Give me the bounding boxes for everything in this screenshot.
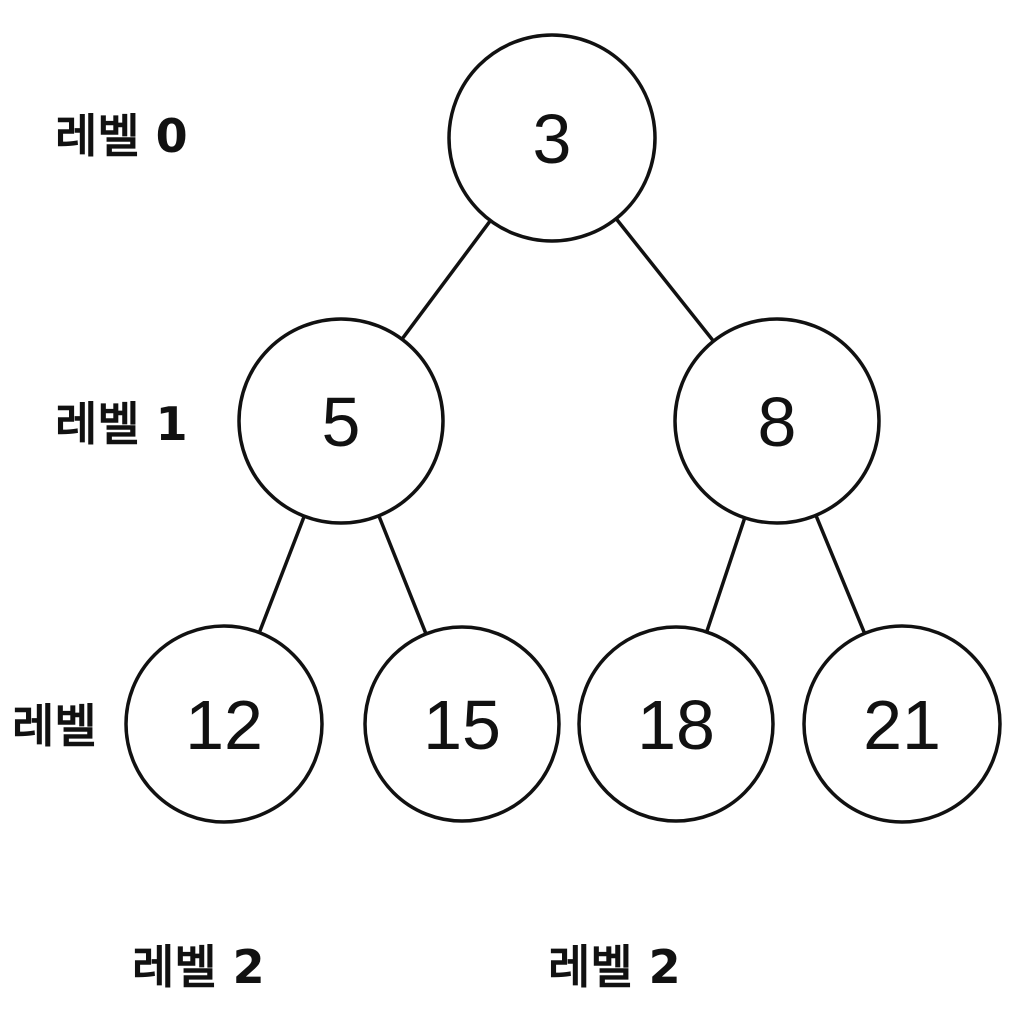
label-level-2-bottom-left: 레벨 2 (132, 940, 265, 994)
tree-node-15: 15 (363, 625, 561, 823)
node-circle (447, 33, 657, 243)
label-level-2-side: 레벨 (12, 699, 97, 753)
edge-n5-n12 (257, 515, 306, 634)
tree-node-18: 18 (577, 625, 775, 823)
node-circle (802, 624, 1002, 824)
node-circle (124, 624, 324, 824)
edge-n3-n8 (614, 217, 715, 343)
node-value: 8 (758, 383, 797, 461)
node-value: 21 (863, 686, 941, 764)
node-circle (363, 625, 561, 823)
edge-n3-n5 (400, 219, 492, 341)
node-circle (673, 317, 881, 525)
edge-n5-n15 (377, 515, 428, 635)
edge-n8-n21 (814, 514, 867, 635)
nodes-layer: 3 5 8 12 15 18 21 (124, 33, 1002, 824)
tree-node-21: 21 (802, 624, 1002, 824)
node-circle (577, 625, 775, 823)
tree-node-12: 12 (124, 624, 324, 824)
node-value: 3 (533, 100, 572, 178)
node-value: 18 (637, 686, 715, 764)
tree-node-8: 8 (673, 317, 881, 525)
tree-node-3: 3 (447, 33, 657, 243)
tree-node-5: 5 (237, 317, 445, 525)
edge-n8-n18 (705, 517, 747, 633)
edges-layer (257, 217, 867, 635)
label-level-1: 레벨 1 (55, 397, 188, 451)
label-level-0: 레벨 0 (55, 109, 188, 163)
node-value: 5 (322, 383, 361, 461)
label-level-2-bottom-right: 레벨 2 (548, 940, 681, 994)
node-circle (237, 317, 445, 525)
node-value: 15 (423, 686, 501, 764)
node-value: 12 (185, 686, 263, 764)
